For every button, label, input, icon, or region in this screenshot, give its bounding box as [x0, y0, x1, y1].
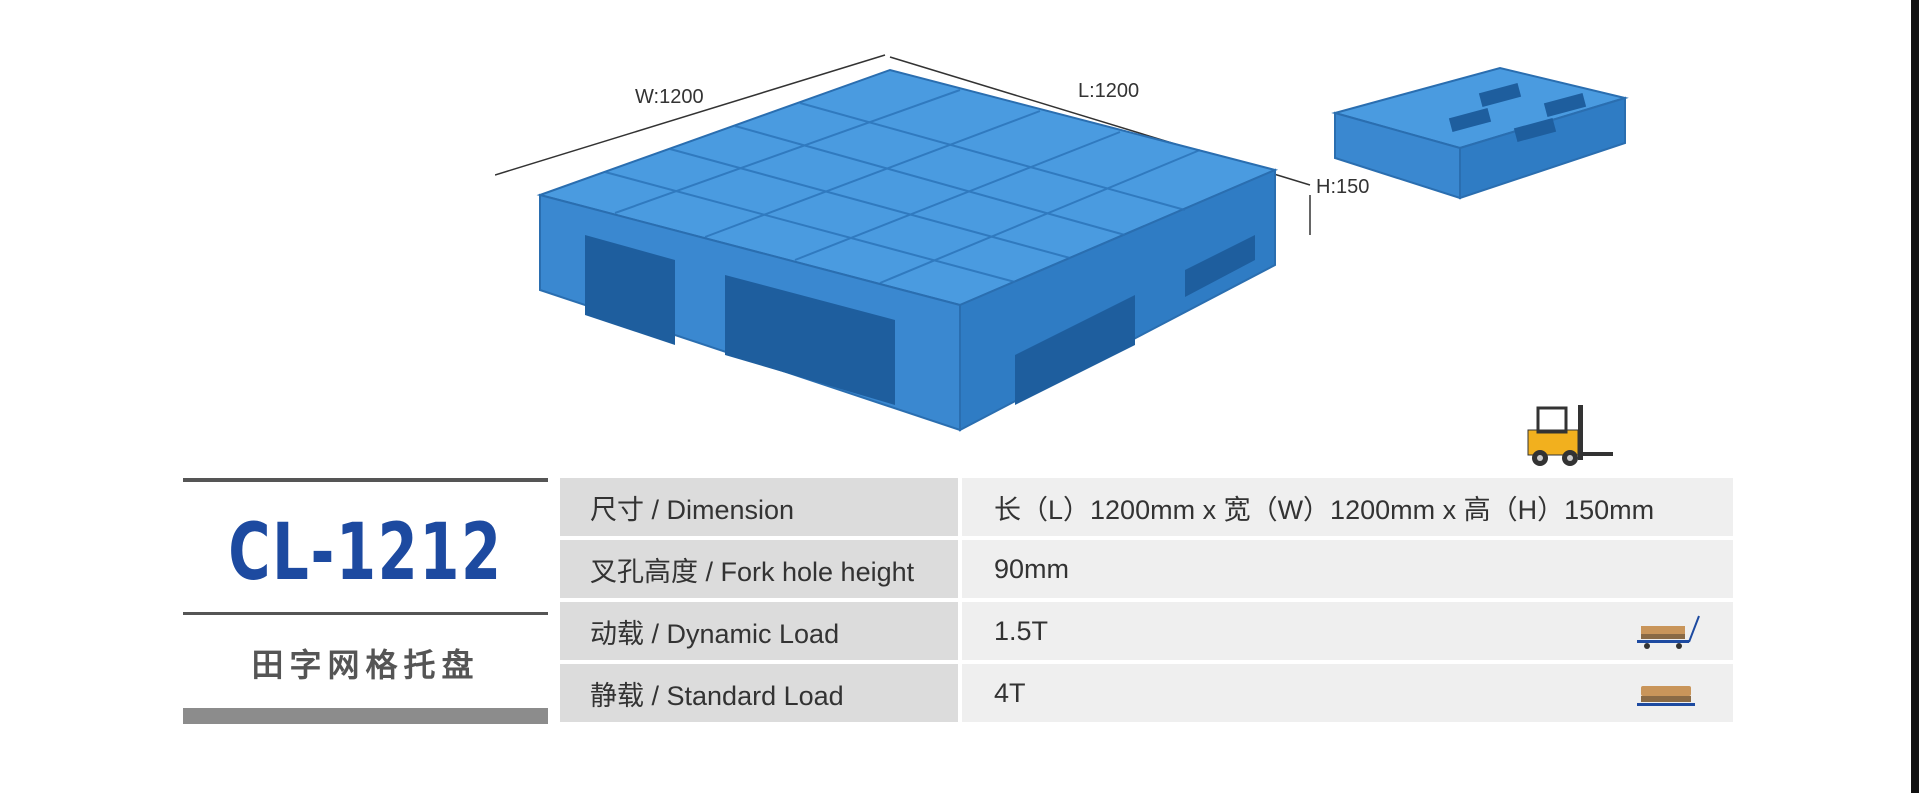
spec-value: 90mm: [962, 540, 1733, 598]
spec-label: 静载 / Standard Load: [560, 664, 958, 722]
static-load-icon: [1637, 686, 1695, 706]
spec-row-dynamic-load: 动载 / Dynamic Load 1.5T: [560, 602, 1733, 660]
spec-value-text: 90mm: [994, 553, 1070, 584]
pallet-bottom-view-image: [1331, 66, 1629, 200]
model-number: CL-1212: [228, 508, 503, 598]
spec-row-fork-hole: 叉孔高度 / Fork hole height 90mm: [560, 540, 1733, 598]
spec-label: 尺寸 / Dimension: [560, 478, 958, 536]
spec-value-text: 4T: [994, 677, 1026, 708]
forklift-icon: [1527, 405, 1613, 466]
pallet-main-image: [495, 54, 1311, 432]
spec-value-text: 1.5T: [994, 615, 1049, 646]
spec-value: 4T: [962, 664, 1733, 722]
spec-label: 动载 / Dynamic Load: [560, 602, 958, 660]
spec-value-text: 长（L）1200mm x 宽（W）1200mm x 高（H）150mm: [994, 494, 1655, 525]
divider-bar: [183, 708, 548, 724]
spec-value: 长（L）1200mm x 宽（W）1200mm x 高（H）150mm: [962, 478, 1733, 536]
spec-row-dimension: 尺寸 / Dimension 长（L）1200mm x 宽（W）1200mm x…: [560, 478, 1733, 536]
spec-label: 叉孔高度 / Fork hole height: [560, 540, 958, 598]
spec-value: 1.5T: [962, 602, 1733, 660]
dynamic-load-icon: [1637, 615, 1700, 649]
width-label: W:1200: [635, 86, 704, 108]
height-label: H:150: [1316, 176, 1370, 198]
spec-row-static-load: 静载 / Standard Load 4T: [560, 664, 1733, 722]
product-title-block: CL-1212 田字网格托盘: [183, 478, 548, 724]
divider: [183, 478, 548, 482]
length-label: L:1200: [1078, 80, 1140, 102]
spec-table: 尺寸 / Dimension 长（L）1200mm x 宽（W）1200mm x…: [560, 478, 1733, 726]
divider: [183, 612, 548, 615]
page-edge-bar: [1911, 0, 1919, 793]
product-name: 田字网格托盘: [251, 646, 480, 684]
